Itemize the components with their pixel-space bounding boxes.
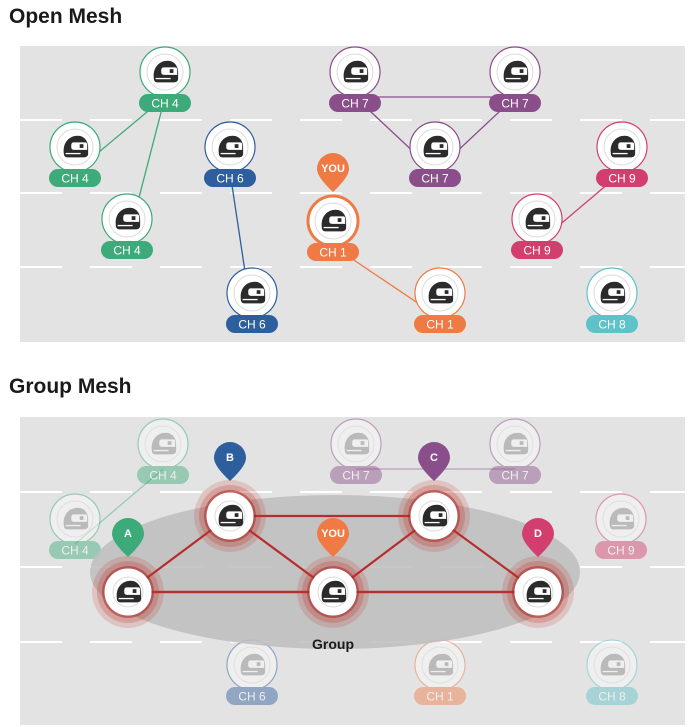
channel-pill [101,241,153,259]
pin-label: D [534,528,542,540]
channel-label: CH 7 [342,469,370,483]
channel-label: CH 7 [421,172,449,186]
pin-shape [522,518,554,557]
pin-shape [317,153,349,192]
channel-label: CH 4 [113,244,141,258]
channel-label: CH 9 [608,172,636,186]
channel-pill [204,169,256,187]
rider-node: CH 1 [414,267,466,333]
faded-rider-node: CH 7 [489,418,541,484]
rider-node: CH 9 [511,193,563,259]
channel-label: CH 6 [238,318,266,332]
channel-label: CH 6 [216,172,244,186]
pin-label: A [124,528,132,540]
faded-nodes: CH 4 CH 4 CH 7 CH 7 CH 9 CH 6 CH 1 CH 8 [49,418,647,705]
channel-pill [586,687,638,705]
channel-pill [137,466,189,484]
pin-shape [214,442,246,481]
channel-pill [49,169,101,187]
marker-pin: D [522,518,554,557]
marker-pin: C [418,442,450,481]
rider-node: CH 6 [226,267,278,333]
faded-rider-node: CH 6 [226,639,278,705]
marker-pin: A [112,518,144,557]
pin-shape [112,518,144,557]
channel-pill [409,169,461,187]
channel-label: CH 8 [598,690,626,704]
channel-pill [49,541,101,559]
faded-rider-node: CH 4 [137,418,189,484]
channel-label: CH 4 [61,172,89,186]
channel-label: CH 1 [319,246,347,260]
group-member-node: YOU [297,518,369,628]
pin-shape [317,518,349,557]
channel-pill [489,466,541,484]
channel-label: CH 7 [341,97,369,111]
group-member-node: B [194,442,266,552]
group-member-node: D [502,518,574,628]
group-member-node: C [398,442,470,552]
channel-label: CH 4 [61,544,89,558]
channel-label: CH 4 [149,469,177,483]
group-mesh-title: Group Mesh [9,375,132,398]
rider-node: CH 4 [49,121,101,187]
channel-pill [596,169,648,187]
channel-label: CH 1 [426,318,454,332]
channel-pill [330,466,382,484]
rider-node: CH 7 [329,46,381,112]
channel-pill [489,94,541,112]
channel-pill [226,687,278,705]
group-mesh-nodes: A B YOU C D [92,442,574,628]
channel-label: CH 9 [607,544,635,558]
marker-pin: YOU [317,153,349,192]
channel-pill [414,315,466,333]
rider-node: CH 6 [204,121,256,187]
channel-label: CH 1 [426,690,454,704]
faded-link [74,468,164,545]
group-member-node: A [92,518,164,628]
group-mesh-panel: CH 4 CH 4 CH 7 CH 7 CH 9 CH 6 CH 1 CH 8 Group A… [20,417,685,725]
channel-pill [307,243,359,261]
faded-rider-node: CH 7 [330,418,382,484]
open-mesh-title: Open Mesh [9,5,123,28]
channel-pill [139,94,191,112]
pin-shape [418,442,450,481]
channel-label: CH 9 [523,244,551,258]
channel-pill [329,94,381,112]
channel-label: CH 6 [238,690,266,704]
rider-node: CH 4 [139,46,191,112]
faded-rider-node: CH 1 [414,639,466,705]
channel-label: CH 7 [501,469,529,483]
rider-node: CH 7 [409,121,461,187]
channel-pill [511,241,563,259]
pin-label: B [226,452,234,464]
pin-label: YOU [321,528,345,540]
rider-node: CH 4 [101,193,153,259]
pin-label: YOU [321,163,345,175]
marker-pin: YOU [317,518,349,557]
faded-rider-node: CH 9 [595,493,647,559]
faded-rider-node: CH 4 [49,493,101,559]
rider-node: CH 8 [586,267,638,333]
rider-node: CH 9 [596,121,648,187]
channel-label: CH 7 [501,97,529,111]
rider-node: CH 1 YOU [306,153,360,261]
faded-rider-node: CH 8 [586,639,638,705]
marker-pin: B [214,442,246,481]
channel-label: CH 8 [598,318,626,332]
channel-pill [586,315,638,333]
channel-pill [595,541,647,559]
group-label: Group [312,636,354,652]
rider-node: CH 7 [489,46,541,112]
channel-pill [414,687,466,705]
pin-label: C [430,452,438,464]
channel-label: CH 4 [151,97,179,111]
channel-pill [226,315,278,333]
